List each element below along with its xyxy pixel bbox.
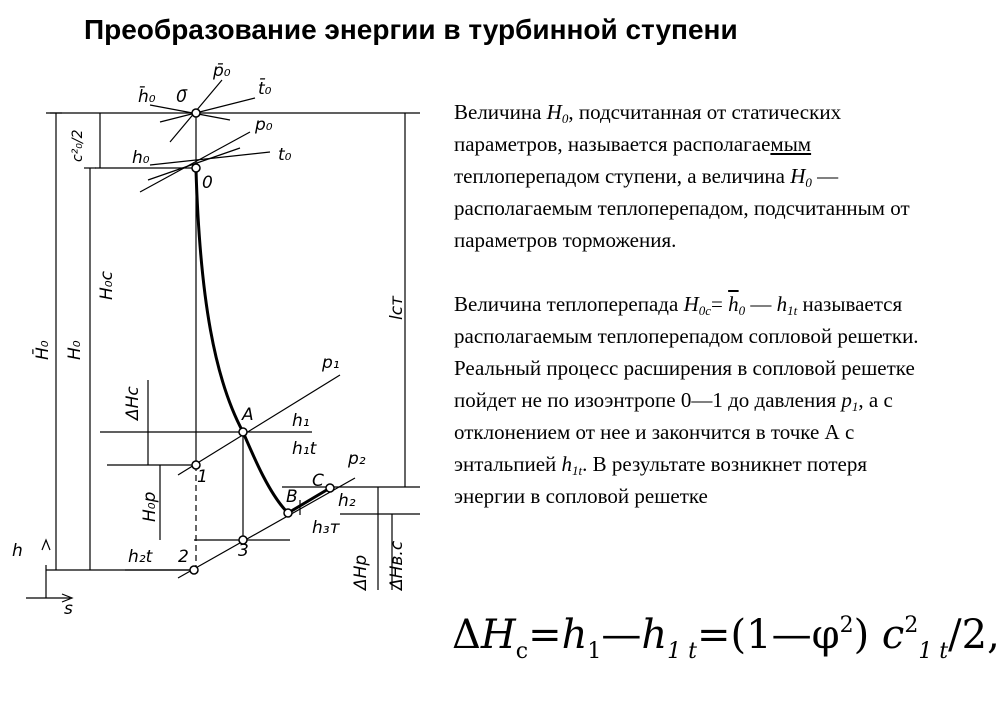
point-A <box>238 427 248 437</box>
label-h2: h₂ <box>338 491 356 511</box>
label-h1t: h₁t <box>292 439 318 459</box>
label-0bar: 0̄ <box>176 87 188 107</box>
label-p0bar: p̄₀ <box>212 61 231 81</box>
label-p0: p₀ <box>254 115 273 135</box>
label-H0: H₀ <box>65 340 85 360</box>
label-t0: t₀ <box>278 145 292 165</box>
h-s-diagram: h̄₀ 0̄ p̄₀ t̄₀ p₀ h₀ t₀ 0 c²₀/2 H̄₀ H₀ H… <box>12 61 420 619</box>
page-title: Преобразование энергии в турбинной ступе… <box>84 14 738 45</box>
point-B <box>283 508 293 518</box>
label-h3t: h₃т <box>312 518 341 538</box>
label-p2: p₂ <box>347 449 366 469</box>
label-lst: lст <box>387 295 407 320</box>
label-dHc: ΔHc <box>123 386 143 422</box>
label-c2half: c²₀/2 <box>70 129 86 162</box>
paragraph-1: Величина H0, подсчитанная от статических… <box>454 100 910 252</box>
label-H0c: H₀c <box>97 270 117 300</box>
label-A: A <box>241 405 254 425</box>
label-dHvc: ΔHв.c <box>387 540 407 592</box>
label-h0: h₀ <box>132 148 150 168</box>
label-H0bar: H̄₀ <box>31 340 53 360</box>
label-H0p: H₀p <box>140 491 160 522</box>
paragraph-2: Величина теплоперепада H0c= h0 — h1t наз… <box>454 292 919 508</box>
label-C: C <box>312 471 324 491</box>
exhaust-segment <box>287 486 331 515</box>
label-h1: h₁ <box>292 411 310 431</box>
expansion-curve <box>194 169 290 515</box>
label-B: B <box>286 487 298 507</box>
label-p1: p₁ <box>321 353 340 373</box>
label-2: 2 <box>178 547 189 567</box>
point-C <box>325 483 335 493</box>
label-1: 1 <box>197 467 208 487</box>
label-3: 3 <box>238 541 249 561</box>
point-0bar <box>191 108 201 118</box>
label-t0bar: t̄₀ <box>258 77 272 99</box>
label-dHp: ΔHp <box>351 555 371 592</box>
label-h-axis: h <box>12 541 23 561</box>
label-h2t: h₂t <box>128 547 154 567</box>
point-0 <box>191 163 201 173</box>
point-2 <box>189 565 199 575</box>
label-0: 0 <box>202 173 213 193</box>
loss-formula: ΔHc=h1—h1 t=(1—φ2) c21 t/2, <box>452 612 1000 664</box>
point-1 <box>191 460 201 470</box>
label-h0bar: h̄₀ <box>138 85 156 107</box>
label-s-axis: s <box>64 599 73 619</box>
point-3 <box>238 535 248 545</box>
